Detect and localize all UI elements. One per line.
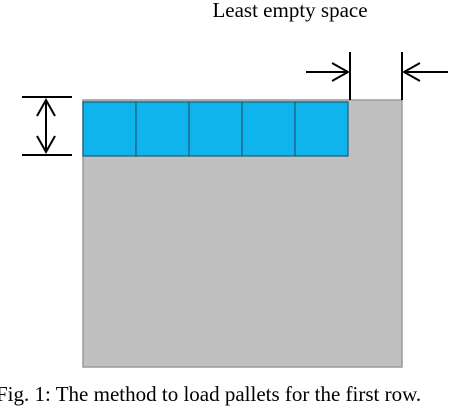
height-arrow-up-head bbox=[36, 97, 56, 117]
pallet-4 bbox=[241, 101, 296, 157]
figure-caption: Fig. 1: The method to load pallets for t… bbox=[0, 382, 422, 406]
least-empty-space-label: Least empty space bbox=[212, 0, 368, 22]
gap-right-arrow-head bbox=[401, 62, 421, 82]
pallet-5 bbox=[294, 101, 349, 157]
pallet-2 bbox=[135, 101, 190, 157]
gap-left-arrow-head bbox=[331, 62, 351, 82]
pallet-3 bbox=[188, 101, 243, 157]
pallet-1 bbox=[82, 101, 137, 157]
first-row-pallets bbox=[82, 101, 349, 157]
pallet-height-dimension bbox=[22, 96, 72, 156]
least-empty-space-dimension bbox=[306, 52, 448, 100]
height-arrow-down-head bbox=[36, 135, 56, 155]
